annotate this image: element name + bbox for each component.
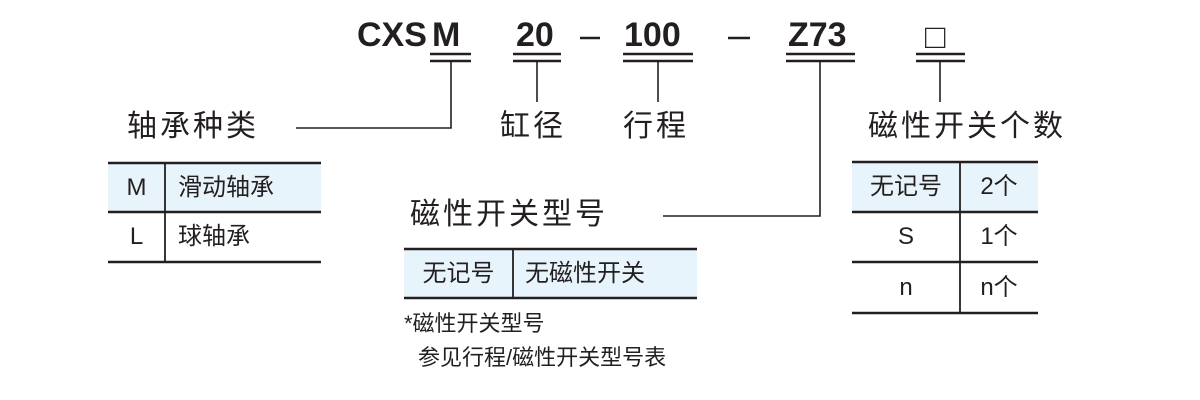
bearing-code: M	[126, 173, 147, 201]
bearing-desc: 滑动轴承	[178, 173, 274, 201]
label-stroke: 行程	[623, 110, 689, 143]
code-stroke: 100	[624, 16, 681, 54]
switch-code: 无记号	[422, 259, 495, 287]
code-switch: Z73	[788, 16, 847, 54]
code-count-box: □	[925, 18, 946, 56]
count-desc: 2个	[980, 173, 1018, 200]
count-code: n	[899, 273, 913, 301]
code-bearing: M	[432, 16, 461, 54]
count-code: 无记号	[870, 173, 942, 200]
label-bore: 缸径	[500, 110, 566, 143]
switch-note: 参见行程/磁性开关型号表	[418, 345, 667, 370]
switch-note: *磁性开关型号	[404, 311, 545, 336]
count-desc: n个	[980, 273, 1018, 301]
label-switch-count: 磁性开关个数	[868, 110, 1066, 143]
label-switch-model: 磁性开关型号	[410, 198, 608, 231]
switch-desc: 无磁性开关	[525, 259, 645, 287]
code-prefix: CXS	[357, 16, 427, 54]
count-code: S	[897, 223, 914, 250]
count-desc: 1个	[980, 223, 1018, 250]
bearing-code: L	[129, 223, 144, 250]
code-bore: 20	[516, 16, 554, 54]
bearing-desc: 球轴承	[178, 223, 250, 250]
label-bearing-type: 轴承种类	[127, 110, 259, 143]
